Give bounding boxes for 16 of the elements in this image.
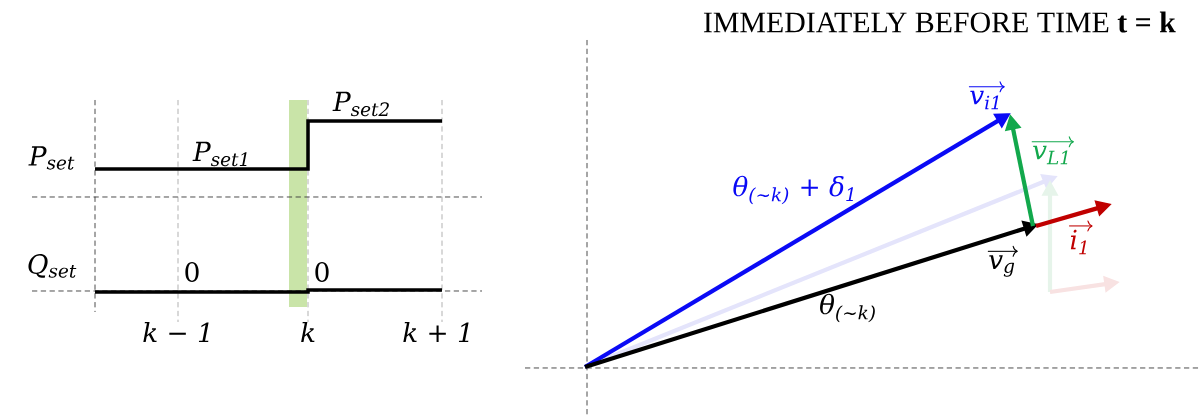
math-label: k − 1 bbox=[143, 322, 209, 342]
vector-label: v$_{L1}$ bbox=[1031, 136, 1074, 165]
math-label: Q$_{set}$ bbox=[28, 254, 77, 278]
vector-label: v$_{g}$ bbox=[987, 245, 1018, 277]
math-label: P$_{set2}$ bbox=[332, 91, 389, 117]
math-label: 0 bbox=[315, 262, 329, 282]
math-label: k + 1 bbox=[403, 322, 469, 342]
math-label: P$_{set1}$ bbox=[192, 141, 247, 167]
math-label: P$_{set}$ bbox=[28, 146, 75, 170]
math-label: 0 bbox=[185, 262, 199, 282]
vector-label: i$_{1}$ bbox=[1068, 220, 1093, 255]
vector-label: v$_{i1}$ bbox=[968, 81, 1005, 110]
math-label: k bbox=[301, 322, 315, 342]
math-label: θ$_{(∼k)}$ + δ$_{1}$ bbox=[733, 175, 854, 205]
title: IMMEDIATELY BEFORE TIME t = k bbox=[703, 11, 1176, 33]
math-label: θ$_{(∼k)}$ bbox=[820, 293, 875, 323]
